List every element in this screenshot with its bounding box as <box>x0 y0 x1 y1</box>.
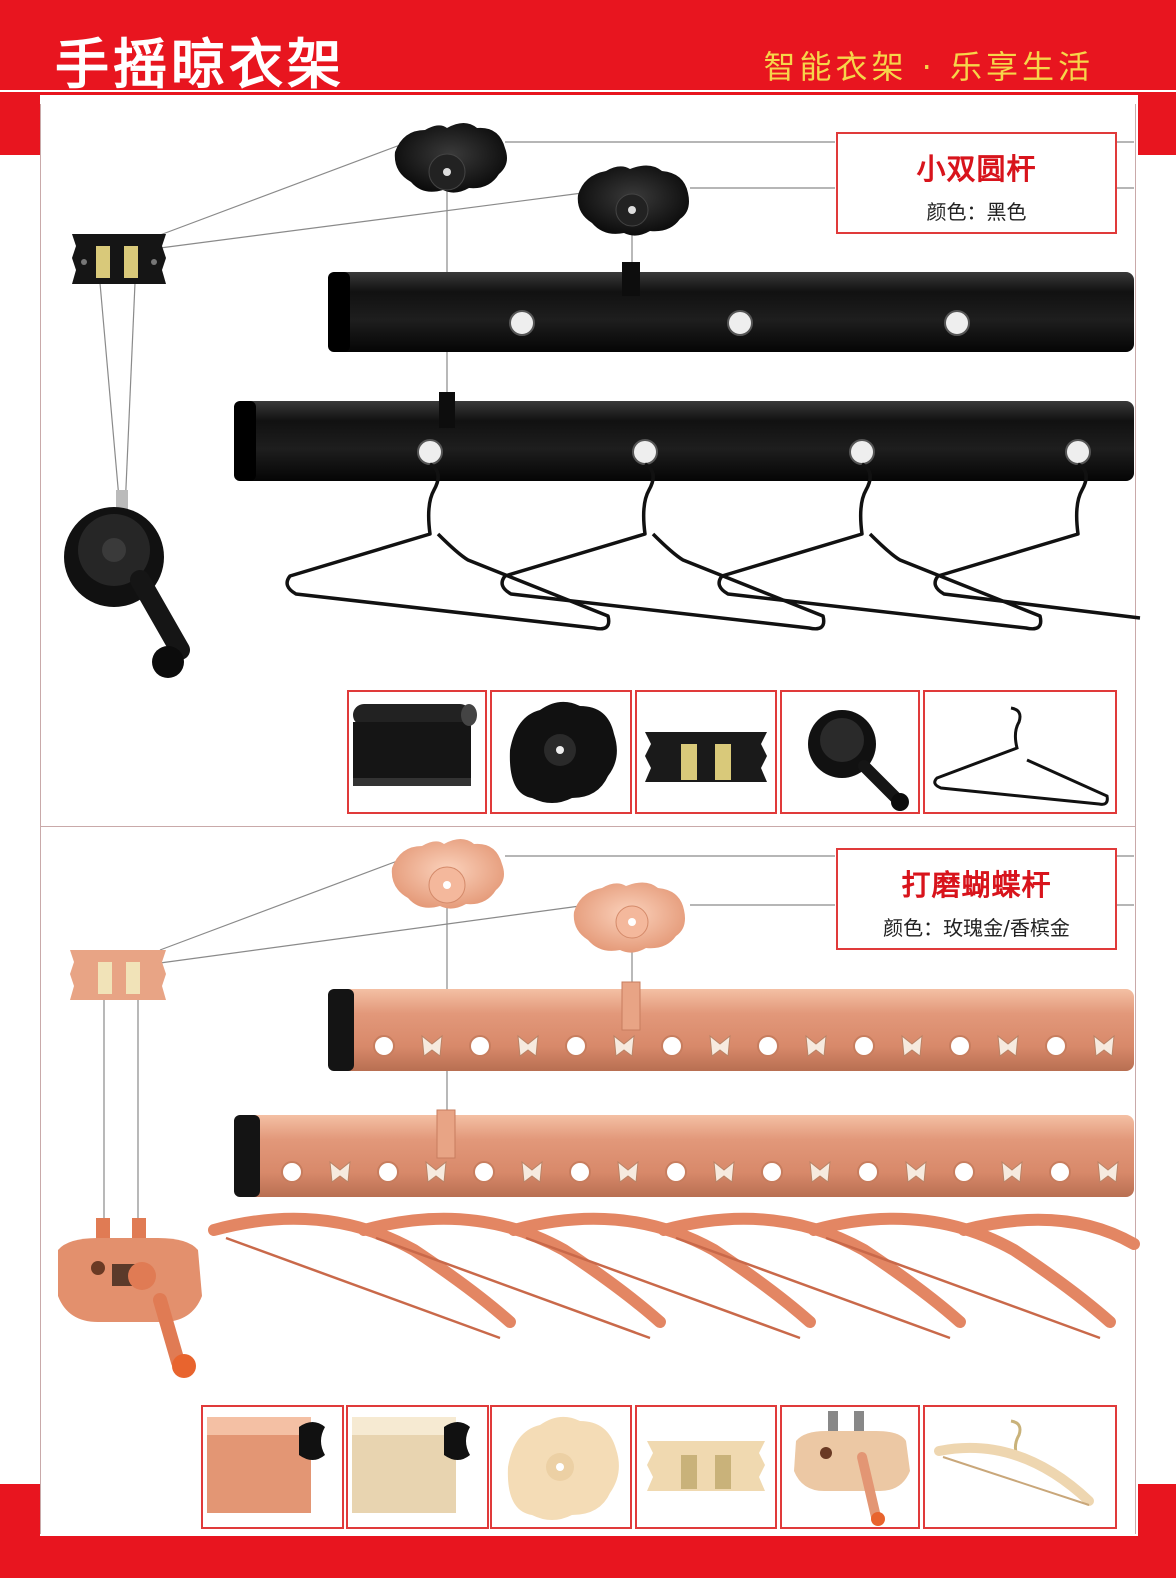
ceiling-mount-icon <box>490 690 632 814</box>
rod-hole <box>473 1161 495 1183</box>
rod-hole <box>953 1161 975 1183</box>
butterfly-mark <box>617 1160 639 1183</box>
page-title: 手摇晾衣架 <box>55 33 345 96</box>
rose-hanger-bars <box>225 1236 1101 1340</box>
rose-hand-crank <box>58 1218 202 1378</box>
product-label-black: 小双圆杆 颜色：黑色 <box>836 132 1117 234</box>
rose-ceiling-mount-2 <box>573 882 685 953</box>
butterfly-mark <box>805 1034 827 1057</box>
butterfly-mark <box>1093 1034 1115 1057</box>
rod-hole <box>853 1035 875 1057</box>
slogan: 智能衣架 · 乐享生活 <box>763 48 1094 86</box>
butterfly-mark <box>901 1034 923 1057</box>
champagne-rod-end-icon <box>346 1405 489 1529</box>
rod-hole <box>665 1161 687 1183</box>
black-ceiling-mount-2 <box>577 165 689 236</box>
rose-gold-rod-end-icon <box>201 1405 344 1529</box>
rod-hole <box>469 1035 491 1057</box>
butterfly-mark <box>709 1034 731 1057</box>
rod-hole <box>1049 1161 1071 1183</box>
rod-hole <box>569 1161 591 1183</box>
rose-rod-holes <box>281 1034 1119 1183</box>
rod-hole <box>281 1161 303 1183</box>
butterfly-mark <box>997 1034 1019 1057</box>
header-rule <box>0 92 1176 95</box>
corner-block-top-right <box>1138 95 1176 155</box>
black-pulley-bracket <box>72 234 166 284</box>
butterfly-mark <box>521 1160 543 1183</box>
corner-block-bottom-left <box>0 1484 40 1544</box>
header-banner: 手摇晾衣架 智能衣架 · 乐享生活 <box>0 0 1176 96</box>
rose-rod-lower <box>234 1109 1134 1197</box>
rose-pulley-bracket <box>70 950 166 1000</box>
hanger-icon <box>923 1405 1117 1529</box>
hand-crank-icon <box>780 690 920 814</box>
butterfly-mark <box>421 1034 443 1057</box>
butterfly-mark <box>905 1160 927 1183</box>
product-name: 小双圆杆 <box>916 152 1037 186</box>
ceiling-mount-icon <box>490 1405 632 1529</box>
section-divider <box>40 826 1136 827</box>
black-rod-lower <box>234 392 1134 481</box>
butterfly-mark <box>1097 1160 1119 1183</box>
black-ceiling-mount-1 <box>394 123 507 193</box>
butterfly-mark <box>517 1034 539 1057</box>
black-hangers <box>285 462 1141 631</box>
content-frame <box>40 104 1136 1534</box>
pulley-bracket-icon <box>635 1405 777 1529</box>
product-color: 颜色：黑色 <box>926 200 1027 224</box>
hand-crank-icon <box>780 1405 920 1529</box>
black-hand-crank <box>64 490 190 678</box>
butterfly-mark <box>809 1160 831 1183</box>
product-name: 打磨蝴蝶杆 <box>901 868 1052 902</box>
rod-hole <box>373 1035 395 1057</box>
black-rod-upper <box>328 262 1134 352</box>
hanger-icon <box>923 690 1117 814</box>
rod-hole <box>857 1161 879 1183</box>
pulley-bracket-icon <box>635 690 777 814</box>
product-label-rose: 打磨蝴蝶杆 颜色：玫瑰金/香槟金 <box>836 848 1117 950</box>
rod-hole <box>661 1035 683 1057</box>
product-color: 颜色：玫瑰金/香槟金 <box>883 916 1070 940</box>
butterfly-mark <box>713 1160 735 1183</box>
butterfly-mark <box>329 1160 351 1183</box>
rose-rod-upper <box>328 981 1134 1071</box>
rod-hole <box>949 1035 971 1057</box>
butterfly-mark <box>425 1160 447 1183</box>
rod-hole <box>377 1161 399 1183</box>
footer-bar <box>0 1536 1176 1578</box>
butterfly-mark <box>613 1034 635 1057</box>
rod-hole <box>761 1161 783 1183</box>
rod-hole <box>565 1035 587 1057</box>
rod-end-icon <box>347 690 487 814</box>
corner-block-bottom-right <box>1138 1484 1176 1544</box>
rod-hole <box>1045 1035 1067 1057</box>
butterfly-mark <box>1001 1160 1023 1183</box>
rose-hangers <box>208 1212 1140 1328</box>
rose-ceiling-mount-1 <box>391 839 504 909</box>
rod-hole <box>757 1035 779 1057</box>
corner-block-top-left <box>0 95 40 155</box>
